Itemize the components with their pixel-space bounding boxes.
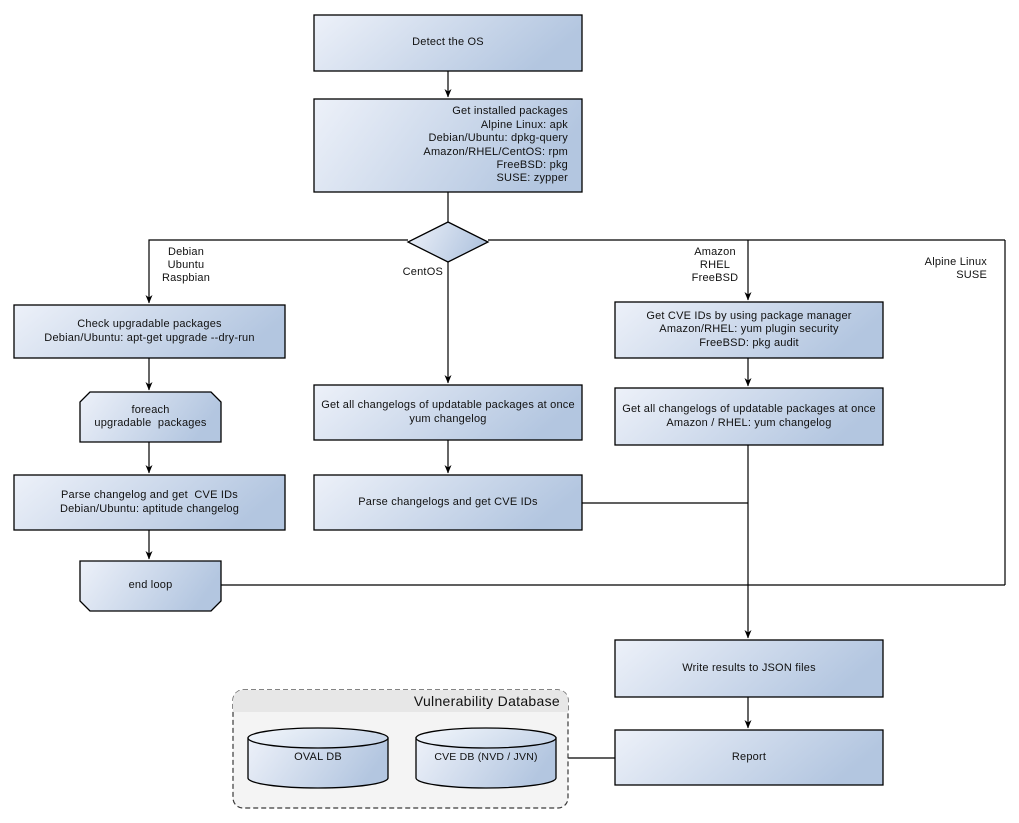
cve-db-cylinder (415, 737, 557, 789)
node-end-loop (79, 560, 222, 612)
node-get-cve-ids-package-manager (614, 301, 884, 359)
oval-db-cylinder-top (247, 727, 389, 749)
node-get-installed-packages (313, 98, 583, 193)
node-parse-changelog-deb (13, 474, 286, 531)
node-write-results-json (614, 639, 884, 698)
node-get-changelogs-amazon-rhel (614, 387, 884, 446)
node-check-upgradable (13, 304, 286, 359)
oval-db-cylinder (247, 737, 389, 789)
node-detect-os (313, 14, 583, 72)
branch-label-amazon-rhel-freebsd: Amazon RHEL FreeBSD (691, 246, 739, 284)
vulnerability-database-header (233, 690, 568, 712)
branch-label-centos: CentOS (402, 266, 443, 278)
connectors (145, 71, 1006, 759)
branch-label-debian-ubuntu-raspbian: Debian Ubuntu Raspbian (161, 246, 211, 284)
node-get-changelogs-centos (313, 384, 583, 441)
branch-label-alpine-suse: Alpine Linux SUSE (924, 256, 987, 281)
edge-decision-to-check-upgradable (145, 239, 408, 304)
vulnerability-database-title: Vulnerability Database (413, 693, 560, 709)
node-foreach-loop (79, 391, 222, 443)
node-parse-changelogs-centos (313, 474, 583, 531)
node-os-decision-diamond (406, 221, 490, 263)
node-report (614, 729, 884, 786)
cve-db-cylinder-top (415, 727, 557, 749)
